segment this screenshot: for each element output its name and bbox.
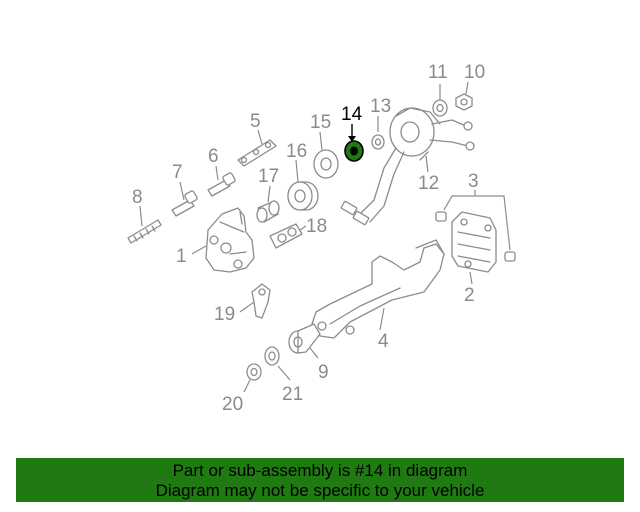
part-17-sleeve — [256, 200, 280, 223]
callout-7: 7 — [172, 162, 183, 183]
callout-17: 17 — [258, 166, 279, 187]
part-14-seal — [344, 140, 364, 162]
banner-line-1: Part or sub-assembly is #14 in diagram — [172, 461, 468, 480]
callout-9: 9 — [318, 362, 329, 383]
callout-5: 5 — [250, 111, 261, 132]
part-8-threaded-rod — [127, 219, 162, 244]
part-19-latch — [251, 283, 271, 319]
part-12-switch-assembly — [340, 107, 475, 226]
callout-18: 18 — [306, 216, 327, 237]
callout-2: 2 — [464, 285, 475, 306]
callout-8: 8 — [132, 187, 143, 208]
banner-line-2: Diagram may not be specific to your vehi… — [155, 481, 485, 500]
part-15-disc — [313, 149, 339, 179]
part-16-collar — [287, 181, 319, 211]
callout-6: 6 — [208, 146, 219, 167]
callout-10: 10 — [464, 62, 485, 83]
callout-12: 12 — [418, 173, 439, 194]
callout-11: 11 — [428, 62, 448, 83]
part-3-bushings — [435, 211, 516, 262]
part-4-column-tube — [311, 239, 445, 339]
part-13-ring — [371, 134, 385, 150]
callout-20: 20 — [222, 394, 243, 415]
part-21-ring — [264, 346, 280, 366]
part-2-plate — [451, 211, 497, 273]
part-18-bearing-plate — [269, 223, 303, 249]
part-11-washer — [432, 99, 448, 117]
part-info-banner: Part or sub-assembly is #14 in diagram D… — [16, 458, 624, 502]
part-9-lock-cylinder — [288, 323, 321, 354]
callout-1: 1 — [176, 246, 187, 267]
part-1-housing — [205, 207, 255, 273]
part-6-bolt — [207, 172, 236, 197]
callout-14: 14 — [341, 104, 363, 125]
part-5-strap — [237, 139, 277, 167]
callout-19: 19 — [214, 304, 235, 325]
callout-21: 21 — [282, 384, 303, 405]
part-20-washer — [246, 363, 262, 381]
callout-15: 15 — [310, 112, 331, 133]
parts-diagram: 1 2 3 4 5 6 7 8 9 10 11 12 13 14 15 16 1… — [127, 62, 516, 415]
part-10-nut — [455, 93, 473, 111]
part-7-bolt — [171, 190, 198, 217]
callout-13: 13 — [370, 96, 391, 117]
callout-16: 16 — [286, 141, 307, 162]
callout-4: 4 — [378, 331, 389, 352]
callout-3: 3 — [468, 171, 479, 192]
